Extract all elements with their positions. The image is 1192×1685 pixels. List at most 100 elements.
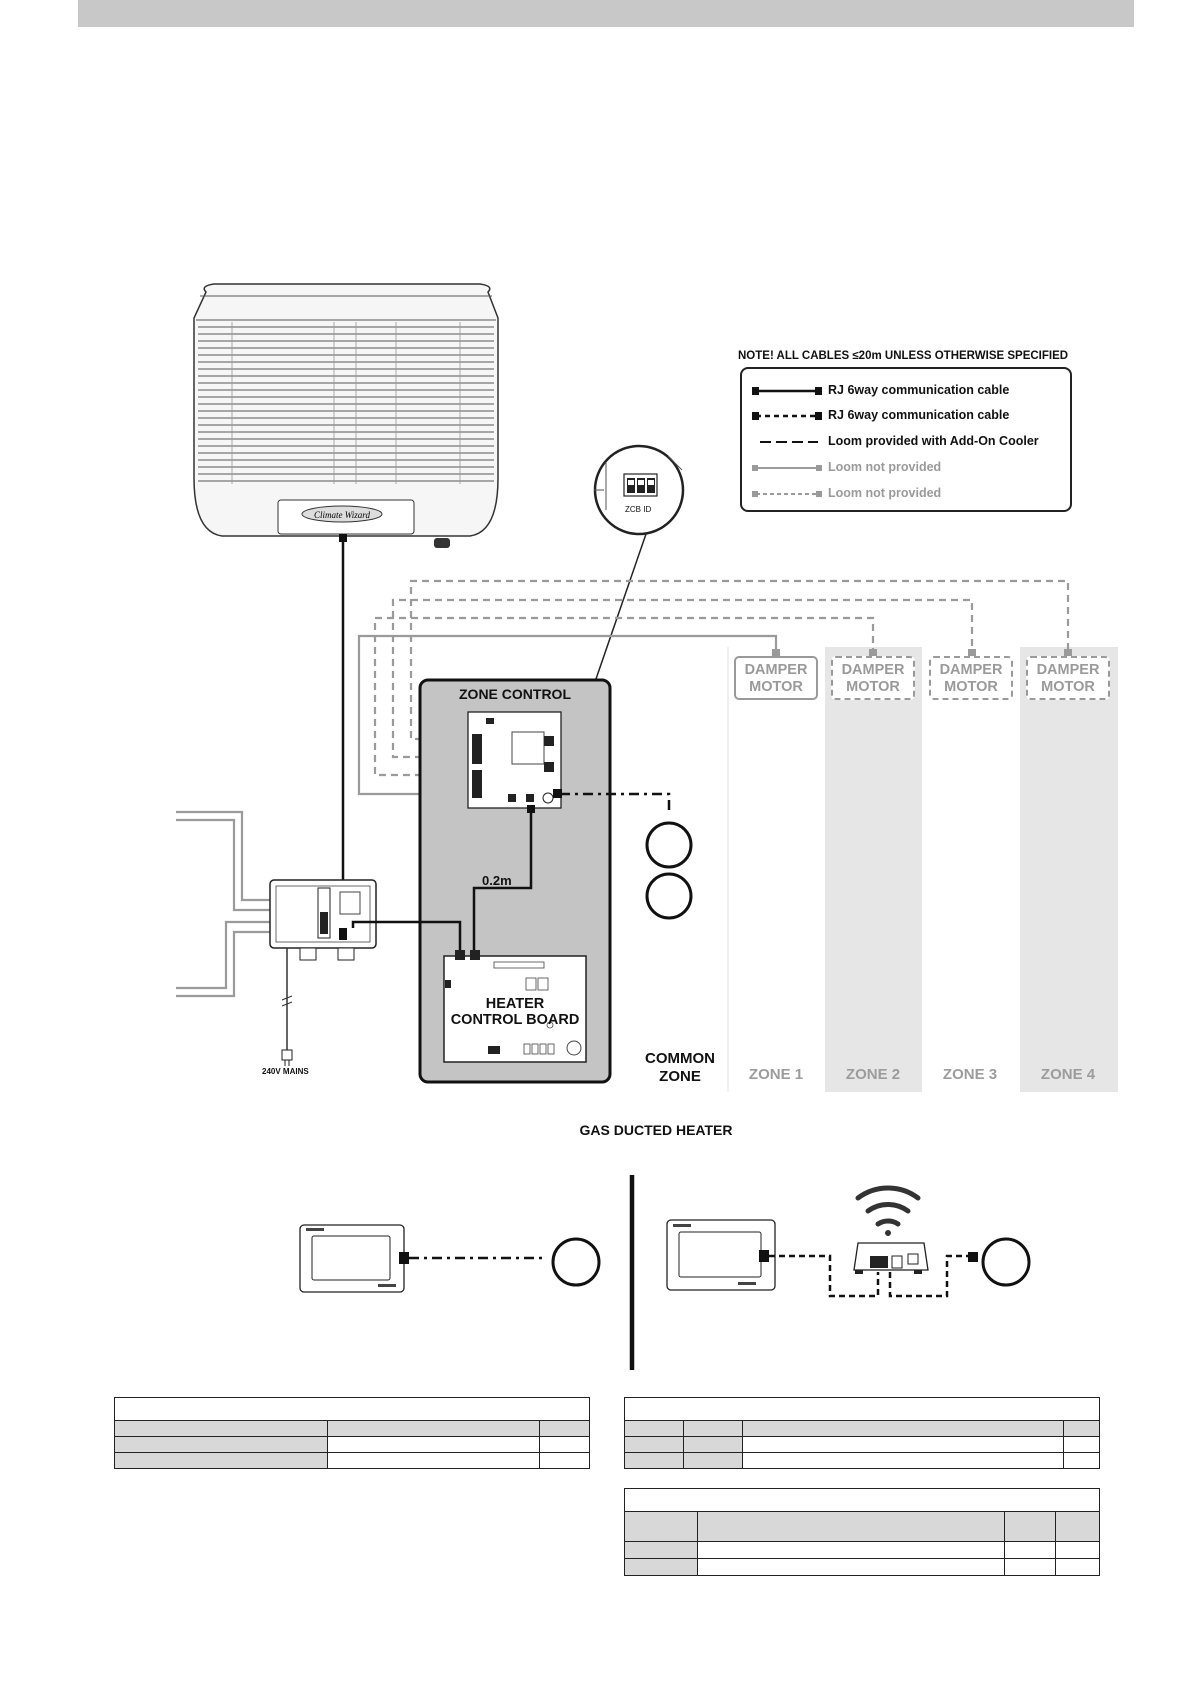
damper-motor-zone-3: DAMPER MOTOR	[929, 656, 1013, 700]
heater-label-line-1: HEATER	[485, 996, 545, 1012]
table-cell	[624, 1420, 684, 1437]
table-row	[114, 1420, 590, 1437]
table-cell	[683, 1436, 743, 1453]
legend-box: RJ 6way communication cable RJ 6way comm…	[740, 367, 1072, 512]
wall-controller-icon	[666, 1219, 776, 1291]
table-cell	[624, 1436, 684, 1453]
table-cell	[683, 1452, 743, 1469]
zone-2-shade	[825, 647, 922, 1092]
legend-item: RJ 6way communication cable	[742, 380, 1070, 402]
table-cell	[742, 1436, 1064, 1453]
wifi-icon	[855, 1185, 921, 1236]
damper-label: DAMPER	[744, 662, 808, 678]
table-cell	[327, 1436, 540, 1453]
table-cell	[1004, 1558, 1056, 1576]
table-cell	[624, 1558, 698, 1576]
table-cell	[1055, 1558, 1100, 1576]
cable-length-label: 0.2m	[482, 873, 512, 888]
legend-note: NOTE! ALL CABLES ≤20m UNLESS OTHERWISE S…	[738, 350, 1069, 362]
legend-label: RJ 6way communication cable	[828, 408, 1010, 422]
table-row	[624, 1397, 1100, 1421]
damper-label: MOTOR	[944, 679, 998, 695]
legend-label: RJ 6way communication cable	[828, 383, 1010, 397]
table-cell	[624, 1541, 698, 1559]
damper-label: MOTOR	[749, 679, 803, 695]
table-row	[624, 1511, 1100, 1542]
table-cell	[624, 1511, 698, 1542]
damper-label: DAMPER	[841, 662, 905, 678]
table-row	[114, 1452, 590, 1469]
mains-label: 240V MAINS	[262, 1067, 309, 1076]
table-right-top	[624, 1397, 1100, 1469]
table-row	[114, 1397, 590, 1421]
legend-label: Loom not provided	[828, 486, 942, 500]
zcb-id-label: ZCB ID	[625, 505, 652, 514]
zone-control-label: ZONE CONTROL	[459, 686, 571, 702]
sensor-icon	[551, 1237, 601, 1287]
table-row	[624, 1558, 1100, 1576]
table-cell	[697, 1558, 1005, 1576]
damper-motor-zone-1: DAMPER MOTOR	[734, 656, 818, 700]
table-cell	[742, 1420, 1064, 1437]
heater-label-line-2: CONTROL BOARD	[450, 1012, 580, 1028]
wall-controller-icon	[299, 1224, 405, 1293]
table-row	[114, 1436, 590, 1453]
common-zone-line: COMMON	[645, 1050, 715, 1067]
table-cell	[1055, 1541, 1100, 1559]
table-cell	[114, 1452, 328, 1469]
zone-1-label: ZONE 1	[748, 1066, 804, 1083]
table-row	[624, 1452, 1100, 1469]
table-right-bottom	[624, 1488, 1100, 1576]
table-row	[624, 1488, 1100, 1512]
common-zone-line: ZONE	[659, 1068, 701, 1085]
sensor-icon	[645, 821, 693, 869]
legend-item: Loom not provided	[742, 457, 1070, 479]
table-cell	[1004, 1541, 1056, 1559]
table-cell	[539, 1420, 590, 1437]
table-cell	[114, 1420, 328, 1437]
legend-item: Loom not provided	[742, 483, 1070, 505]
dip-switch-icon	[593, 444, 685, 536]
heater-control-board-label: HEATER CONTROL BOARD	[445, 996, 585, 1028]
table-cell	[697, 1541, 1005, 1559]
table-cell	[114, 1436, 328, 1453]
table-cell	[1004, 1511, 1056, 1542]
zone-2-label: ZONE 2	[845, 1066, 901, 1083]
legend-item: Loom provided with Add-On Cooler	[742, 431, 1070, 453]
table-cell	[539, 1436, 590, 1453]
table-cell	[327, 1452, 540, 1469]
evaporative-cooler-unit-icon: Climate Wizard	[193, 283, 499, 548]
table-cell	[114, 1397, 590, 1421]
table-cell	[697, 1511, 1005, 1542]
damper-label: MOTOR	[1041, 679, 1095, 695]
dashed-loom-swatch	[760, 441, 818, 443]
zone-3-label: ZONE 3	[942, 1066, 998, 1083]
heater-control-board-icon	[443, 950, 587, 1063]
damper-label: MOTOR	[846, 679, 900, 695]
legend-label: Loom not provided	[828, 460, 942, 474]
legend-item: RJ 6way communication cable	[742, 405, 1070, 427]
sensor-icon	[981, 1237, 1031, 1287]
grey-solid-swatch	[752, 465, 822, 471]
damper-motor-zone-4: DAMPER MOTOR	[1026, 656, 1110, 700]
table-cell	[624, 1488, 1100, 1512]
table-cell	[327, 1420, 540, 1437]
dotted-cable-swatch	[752, 412, 822, 420]
table-cell	[1063, 1452, 1100, 1469]
damper-motor-zone-2: DAMPER MOTOR	[831, 656, 915, 700]
solid-cable-swatch	[752, 387, 822, 395]
table-cell	[1063, 1420, 1100, 1437]
table-cell	[1063, 1436, 1100, 1453]
table-cell	[624, 1452, 684, 1469]
svg-text:Climate Wizard: Climate Wizard	[314, 510, 370, 520]
diagram-caption: GAS DUCTED HEATER	[579, 1122, 733, 1138]
junction-box-icon	[269, 879, 377, 1066]
damper-label: DAMPER	[1036, 662, 1100, 678]
damper-label: DAMPER	[939, 662, 1003, 678]
zone-4-label: ZONE 4	[1040, 1066, 1096, 1083]
grey-dotted-swatch	[752, 491, 822, 497]
table-cell	[742, 1452, 1064, 1469]
table-cell	[624, 1397, 1100, 1421]
